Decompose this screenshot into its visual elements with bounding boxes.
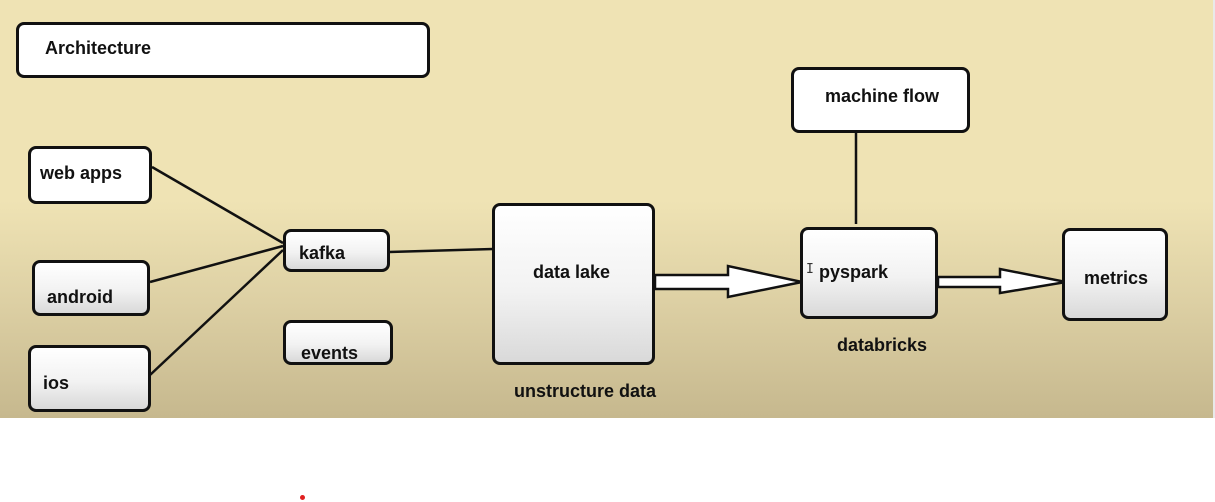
title-box: Architecture xyxy=(16,22,430,78)
node-data-lake: data lake xyxy=(492,203,655,365)
node-events-label: events xyxy=(301,343,359,363)
edge-kafka-data-lake xyxy=(388,247,494,254)
node-events: events xyxy=(283,320,393,365)
node-data-lake-label: data lake xyxy=(533,262,611,282)
caption-databricks: databricks xyxy=(837,335,928,355)
node-pyspark-label: pyspark xyxy=(819,262,889,282)
diagram-connectors xyxy=(149,133,1067,376)
pointer-dot-icon xyxy=(300,495,305,500)
text-cursor-icon: I xyxy=(806,262,814,277)
caption-unstructure-data: unstructure data xyxy=(514,381,657,401)
node-android-label: android xyxy=(47,287,113,307)
node-ios: ios xyxy=(28,345,151,412)
node-machine-flow: machine flow xyxy=(791,67,970,133)
edge-android-kafka xyxy=(149,244,284,284)
node-kafka-label: kafka xyxy=(299,243,346,263)
node-ios-label: ios xyxy=(43,373,70,393)
arrow-data-lake-pyspark xyxy=(653,264,803,299)
node-machine-flow-label: machine flow xyxy=(825,86,940,106)
node-pyspark: pyspark xyxy=(800,227,938,319)
edge-ios-kafka xyxy=(149,249,284,376)
node-kafka: kafka xyxy=(283,229,390,272)
node-web-apps: web apps xyxy=(28,146,152,204)
edge-web-apps-kafka xyxy=(151,165,284,245)
diagram-title: Architecture xyxy=(45,38,152,58)
canvas-edge xyxy=(1213,0,1215,418)
node-metrics-label: metrics xyxy=(1084,268,1149,288)
node-android: android xyxy=(32,260,150,316)
node-metrics: metrics xyxy=(1062,228,1168,321)
arrow-pyspark-metrics xyxy=(936,267,1067,295)
node-web-apps-label: web apps xyxy=(40,163,123,183)
